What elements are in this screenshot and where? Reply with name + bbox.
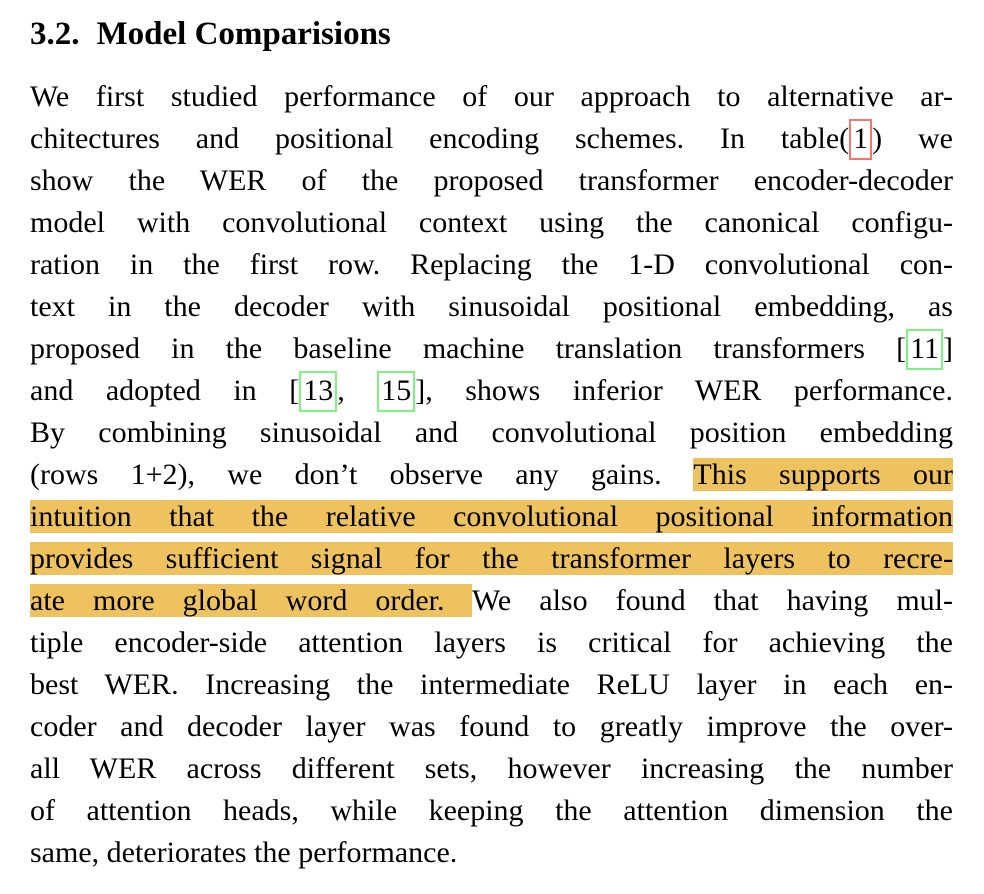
text-segment: chitectures and positional encoding sche… [30,122,850,155]
text-segment: best WER. Increasing the intermediate Re… [30,668,953,701]
text-segment: ] [943,332,953,365]
paragraph-line: intuition that the relative convolutiona… [30,496,953,538]
paragraph-line: By combining sinusoidal and convolutiona… [30,412,953,454]
highlighted-text: ate more global word order. [30,584,472,617]
text-segment: and adopted in [ [30,374,300,407]
text-segment: ], shows inferior WER performance. [415,374,953,407]
paragraph-line: text in the decoder with sinusoidal posi… [30,286,953,328]
text-segment: same, deteriorates the performance. [30,836,458,869]
paragraph-line: We first studied performance of our appr… [30,76,953,118]
highlighted-text: provides sufficient signal for the trans… [30,542,953,575]
paragraph-line: provides sufficient signal for the trans… [30,538,953,580]
text-segment: ) we [872,122,953,155]
paragraph-line: of attention heads, while keeping the at… [30,790,953,832]
paragraph-line: tiple encoder-side attention layers is c… [30,622,953,664]
paragraph-line: chitectures and positional encoding sche… [30,118,953,160]
paragraph-line: show the WER of the proposed transformer… [30,160,953,202]
text-segment: proposed in the baseline machine transla… [30,332,907,365]
section-number: 3.2. [30,16,80,52]
citation-box[interactable]: 11 [906,329,943,370]
paragraph-line: (rows 1+2), we don’t observe any gains. … [30,454,954,496]
text-segment: model with convolutional context using t… [30,206,953,239]
paragraph-line: and adopted in [13, 15], shows inferior … [30,370,953,412]
paragraph-line: model with convolutional context using t… [30,202,953,244]
text-segment: , [337,374,378,407]
text-segment: all WER across different sets, however i… [30,752,953,785]
table-reference-box[interactable]: 1 [849,119,873,160]
text-segment: By combining sinusoidal and convolutiona… [30,416,953,449]
paragraph-line: coder and decoder layer was found to gre… [30,706,953,748]
paragraph-line: proposed in the baseline machine transla… [30,328,953,370]
paragraph-line: same, deteriorates the performance. [30,832,953,874]
citation-box[interactable]: 13 [299,371,338,412]
text-segment: (rows 1+2), we don’t observe any gains. [30,458,694,491]
text-segment: ration in the first row. Replacing the 1… [30,248,953,281]
text-segment: tiple encoder-side attention layers is c… [30,626,953,659]
highlighted-text: This supports our [693,458,954,491]
text-segment: text in the decoder with sinusoidal posi… [30,290,953,323]
section-heading: 3.2. Model Comparisions [30,12,953,56]
text-segment: We first studied performance of our appr… [30,80,953,113]
highlighted-text: intuition that the relative convolutiona… [30,500,953,533]
paragraph: We first studied performance of our appr… [30,76,954,874]
paragraph-line: best WER. Increasing the intermediate Re… [30,664,953,706]
text-segment: of attention heads, while keeping the at… [30,794,953,827]
paragraph-line: ration in the first row. Replacing the 1… [30,244,953,286]
text-segment: show the WER of the proposed transformer… [30,164,953,197]
section-title: Model Comparisions [96,16,391,52]
paragraph-line: ate more global word order. We also foun… [30,580,953,622]
paragraph-line: all WER across different sets, however i… [30,748,953,790]
citation-box[interactable]: 15 [377,371,416,412]
text-segment: coder and decoder layer was found to gre… [30,710,953,743]
text-segment: We also found that having mul- [472,584,953,617]
